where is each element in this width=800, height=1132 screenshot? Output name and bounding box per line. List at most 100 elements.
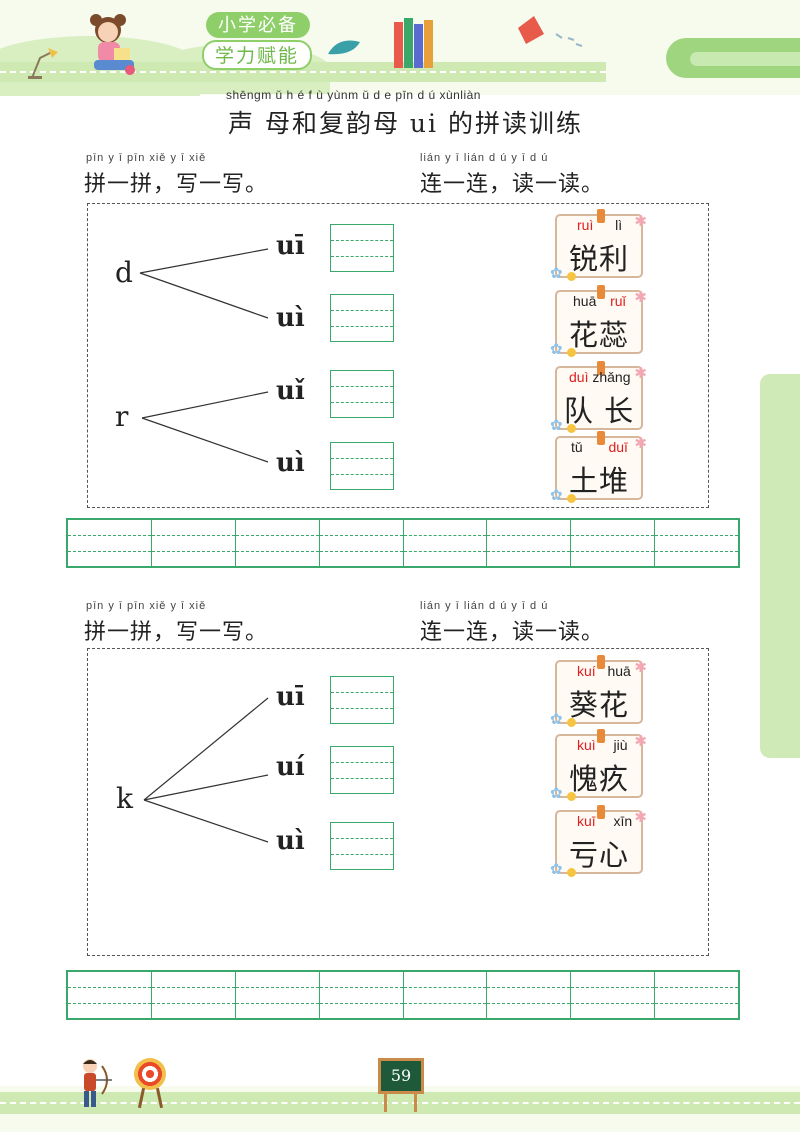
card-pinyin: zhǎng: [592, 369, 631, 385]
card-pinyin: huā: [573, 293, 597, 309]
word-card[interactable]: duì zhǎng 队 长 ✱ ✿: [550, 361, 647, 434]
card-word: 队 长: [563, 394, 635, 428]
card-word: 花蕊: [568, 318, 629, 352]
writing-box[interactable]: [330, 746, 394, 794]
side-strip: [760, 374, 800, 758]
writing-grid-row[interactable]: [66, 970, 740, 1020]
pin-icon: [597, 285, 605, 299]
flower-icon: ✿: [550, 784, 563, 802]
grid-cell[interactable]: [655, 972, 738, 1018]
instruction-pinyin-write: pīn y ī pīn xiě y ī xiě: [86, 600, 207, 612]
exercise-box-1: [87, 203, 709, 508]
header-badge-bottom: 学力赋能: [202, 40, 312, 70]
grid-cell[interactable]: [319, 972, 404, 1018]
star-icon: ✱: [634, 364, 647, 382]
final-label: uì: [276, 826, 305, 856]
star-icon: ✱: [634, 212, 647, 230]
grid-cell[interactable]: [151, 520, 236, 566]
dot-icon: [567, 718, 576, 727]
final-label: uǐ: [276, 376, 305, 406]
flower-icon: ✿: [550, 416, 563, 434]
grid-cell[interactable]: [151, 972, 236, 1018]
final-label: uì: [276, 303, 305, 333]
grid-cell[interactable]: [403, 520, 488, 566]
card-word: 土堆: [568, 464, 629, 498]
word-card[interactable]: kuì jiù 愧疚 ✱ ✿: [550, 729, 647, 802]
flying-book-icon: [518, 16, 583, 47]
writing-box[interactable]: [330, 294, 394, 342]
corner-tab-inner: [690, 52, 800, 66]
writing-box[interactable]: [330, 676, 394, 724]
star-icon: ✱: [634, 808, 647, 826]
initial-k: k: [116, 782, 133, 815]
card-pinyin: ruì: [577, 217, 594, 233]
card-word: 愧疚: [568, 762, 629, 796]
flower-icon: ✿: [550, 710, 563, 728]
flower-icon: ✿: [550, 264, 563, 282]
grid-cell[interactable]: [571, 520, 656, 566]
writing-grid-row[interactable]: [66, 518, 740, 568]
page-number: 59: [378, 1058, 424, 1094]
grid-cell[interactable]: [319, 520, 404, 566]
card-pinyin: xīn: [613, 813, 633, 829]
card-pinyin: kuī: [577, 813, 596, 829]
card-word: 亏心: [568, 838, 629, 872]
final-label: uí: [276, 752, 305, 782]
dot-icon: [567, 792, 576, 801]
word-card[interactable]: tǔ duī 土堆 ✱ ✿: [550, 431, 647, 504]
card-pinyin: ruǐ: [610, 293, 626, 309]
card-word: 葵花: [568, 688, 629, 722]
card-pinyin: tǔ: [571, 439, 583, 455]
grid-cell[interactable]: [68, 520, 152, 566]
final-label: uì: [276, 448, 305, 478]
word-card[interactable]: huā ruǐ 花蕊 ✱ ✿: [550, 285, 647, 358]
writing-box[interactable]: [330, 224, 394, 272]
final-label: uī: [276, 231, 305, 261]
grid-cell[interactable]: [235, 520, 320, 566]
header-road-dash: [0, 71, 606, 73]
initial-d: d: [115, 256, 133, 289]
desk-lamp-icon: [28, 48, 58, 79]
title-pinyin: shēngm ǔ h é f ù yùnm ǔ d e pīn d ú xùnl…: [226, 88, 481, 102]
grid-cell[interactable]: [571, 972, 656, 1018]
grid-cell[interactable]: [403, 972, 488, 1018]
dot-icon: [567, 494, 576, 503]
grid-cell[interactable]: [235, 972, 320, 1018]
card-pinyin: duī: [608, 439, 628, 455]
card-pinyin: kuì: [577, 737, 596, 753]
grid-cell[interactable]: [655, 520, 738, 566]
star-icon: ✱: [634, 658, 647, 676]
easel-leg: [384, 1094, 387, 1112]
leaf-icon: [328, 40, 360, 55]
flower-icon: ✿: [550, 486, 563, 504]
instruction-pinyin-connect: lián y ī lián d ú y ī d ú: [420, 600, 549, 612]
star-icon: ✱: [634, 288, 647, 306]
girl-reading-illustration: [90, 14, 135, 75]
card-pinyin: jiù: [613, 737, 628, 753]
exercise-box-2: [87, 648, 709, 956]
grid-cell[interactable]: [487, 972, 572, 1018]
grid-cell[interactable]: [487, 520, 572, 566]
final-label: uī: [276, 682, 305, 712]
word-card[interactable]: kuī xīn 亏心 ✱ ✿: [550, 805, 647, 878]
easel-leg: [414, 1094, 417, 1112]
pin-icon: [597, 655, 605, 669]
page-title: 声 母和复韵母 ui 的拼读训练: [228, 109, 583, 138]
card-pinyin: lì: [615, 217, 623, 233]
dot-icon: [567, 272, 576, 281]
initial-r: r: [115, 400, 129, 433]
instruction-connect: 连一连，读一读。: [420, 620, 605, 645]
target-icon: [134, 1058, 166, 1090]
word-card[interactable]: ruì lì 锐利 ✱ ✿: [550, 209, 647, 282]
writing-box[interactable]: [330, 370, 394, 418]
pin-icon: [597, 805, 605, 819]
grid-cell[interactable]: [68, 972, 152, 1018]
writing-box[interactable]: [330, 822, 394, 870]
card-pinyin: kuí: [577, 663, 596, 679]
word-card[interactable]: kuí huā 葵花 ✱ ✿: [550, 655, 647, 728]
instruction-pinyin-write: pīn y ī pīn xiě y ī xiě: [86, 152, 207, 164]
writing-box[interactable]: [330, 442, 394, 490]
books-icon: [394, 18, 433, 68]
instruction-write: 拼一拼，写一写。: [84, 620, 269, 645]
